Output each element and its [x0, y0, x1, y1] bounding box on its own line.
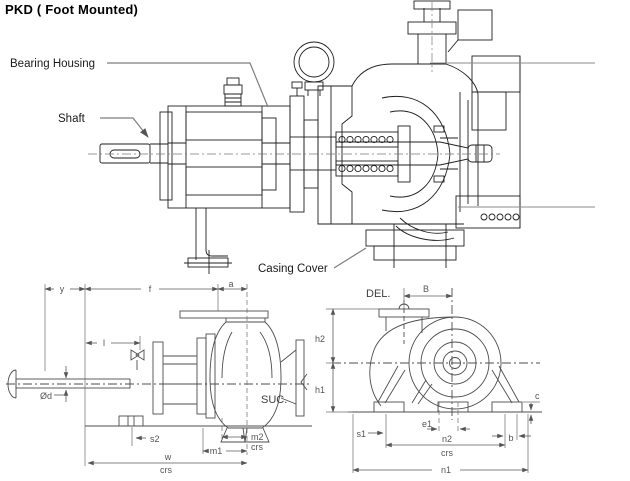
dim-label-h1: h1: [315, 385, 325, 395]
dim-label-f: f: [149, 284, 152, 294]
dim-label-a: a: [228, 279, 233, 289]
side-view-dimensions: y f a l Ød s2 m1 m2 crs w crs SUC.: [40, 279, 287, 475]
main-sectional-view: [99, 0, 521, 274]
dim-label-B: B: [423, 284, 429, 294]
bearing-housing: [159, 77, 291, 209]
dim-label-n2: n2: [442, 434, 452, 444]
support-foot: [184, 208, 232, 274]
shaft: [99, 136, 493, 171]
page-title: PKD ( Foot Mounted): [5, 2, 139, 17]
dim-label-n1: n1: [441, 465, 451, 475]
side-elevation-view: y f a l Ød s2 m1 m2 crs w crs SUC.: [6, 279, 312, 475]
dim-label-l: l: [103, 338, 105, 348]
dim-label-c: c: [535, 391, 540, 401]
dim-label-y: y: [60, 284, 65, 294]
end-view-dimensions: DEL. B h2 h1 s1 e1 n2 crs n1 b c: [315, 284, 540, 475]
suction-port-label: SUC.: [261, 394, 287, 406]
delivery-port-label: DEL.: [366, 288, 390, 300]
dim-label-w: w: [164, 452, 172, 462]
end-elevation-view: DEL. B h2 h1 s1 e1 n2 crs n1 b c: [315, 284, 542, 475]
side-view-outline: [6, 310, 312, 443]
casing-cover: [317, 85, 353, 225]
dim-label-w-crs: crs: [160, 465, 172, 475]
main-view-centerlines: [88, 2, 595, 208]
casing-cover-leader: [333, 247, 367, 269]
shaft-label: Shaft: [58, 113, 86, 125]
casing-cover-label: Casing Cover: [258, 263, 328, 275]
dim-label-m2-crs: crs: [251, 442, 263, 452]
leader-lines: [100, 62, 367, 269]
volute-casing: [351, 0, 521, 268]
lantern-bracket: [289, 81, 319, 213]
dim-label-shaft-dia: Ød: [40, 391, 52, 401]
shaft-leader: [100, 117, 149, 138]
annotation-labels: Bearing Housing Shaft Casing Cover: [10, 58, 328, 275]
end-view-outline: [332, 288, 542, 420]
gland-packing: [335, 125, 411, 183]
dim-label-s2: s2: [150, 434, 160, 444]
bearing-housing-leader: [107, 62, 269, 108]
dim-label-e1: e1: [422, 419, 432, 429]
dim-label-n2-crs: crs: [441, 448, 453, 458]
dim-label-m1: m1: [210, 446, 223, 456]
dim-label-s1: s1: [356, 429, 366, 439]
bearing-housing-label: Bearing Housing: [10, 58, 95, 70]
dim-label-m2: m2: [251, 432, 264, 442]
impeller: [381, 92, 469, 241]
dim-label-b: b: [508, 433, 513, 443]
dim-label-h2: h2: [315, 334, 325, 344]
